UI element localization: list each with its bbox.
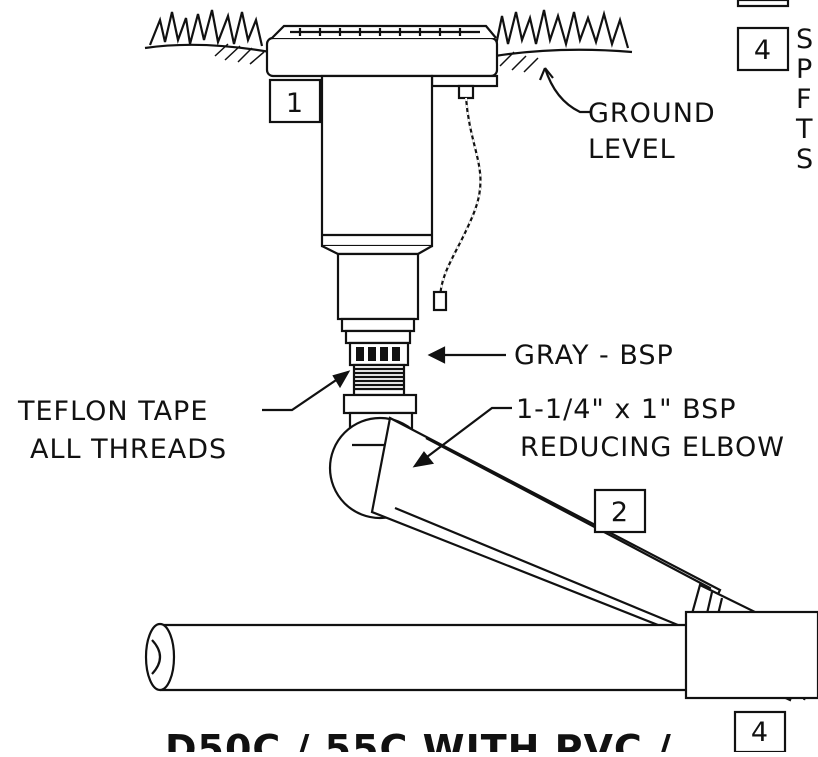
ground-grass-right: [493, 9, 633, 73]
threads: [352, 363, 406, 397]
gray-bsp-label: GRAY - BSP: [514, 340, 674, 371]
side-note-line-5: S: [796, 144, 814, 175]
teflon-label-line1: TEFLON TAPE: [17, 396, 208, 427]
ground-level-label-line2: LEVEL: [588, 134, 676, 165]
leader-gray-bsp: [427, 346, 506, 364]
side-note-line-1: S: [796, 24, 814, 55]
sprinkler-body: [320, 74, 434, 397]
leader-elbow: [412, 406, 512, 468]
sprinkler-cap: [265, 24, 499, 100]
ground-level-label-line1: GROUND: [588, 98, 716, 129]
callout-4-top: 4: [736, 0, 790, 72]
side-note-line-3: F: [796, 84, 813, 115]
leader-teflon: [262, 370, 351, 412]
ground-grass-left: [144, 9, 271, 65]
diagram-title: D50C / 55C WITH PVC /: [165, 727, 672, 752]
callout-2-label: 2: [611, 497, 629, 528]
callout-4-bottom-label: 4: [751, 717, 769, 748]
callout-4-top-label: 4: [754, 35, 772, 66]
leader-ground-level: [538, 67, 592, 114]
side-note-line-2: P: [796, 54, 813, 85]
main-pipe: [144, 610, 818, 700]
elbow-label-line1: 1-1/4" x 1" BSP: [516, 394, 737, 425]
cable: [438, 97, 482, 301]
elbow-label-line2: REDUCING ELBOW: [520, 432, 785, 463]
callout-1-label: 1: [286, 88, 304, 119]
side-note-line-4: T: [795, 114, 814, 145]
teflon-label-line2: ALL THREADS: [30, 434, 227, 465]
callout-2: 2: [593, 488, 647, 534]
side-note: S P F T S: [795, 24, 814, 175]
callout-1: 1: [268, 78, 322, 124]
callout-4-bottom: 4: [733, 710, 787, 754]
